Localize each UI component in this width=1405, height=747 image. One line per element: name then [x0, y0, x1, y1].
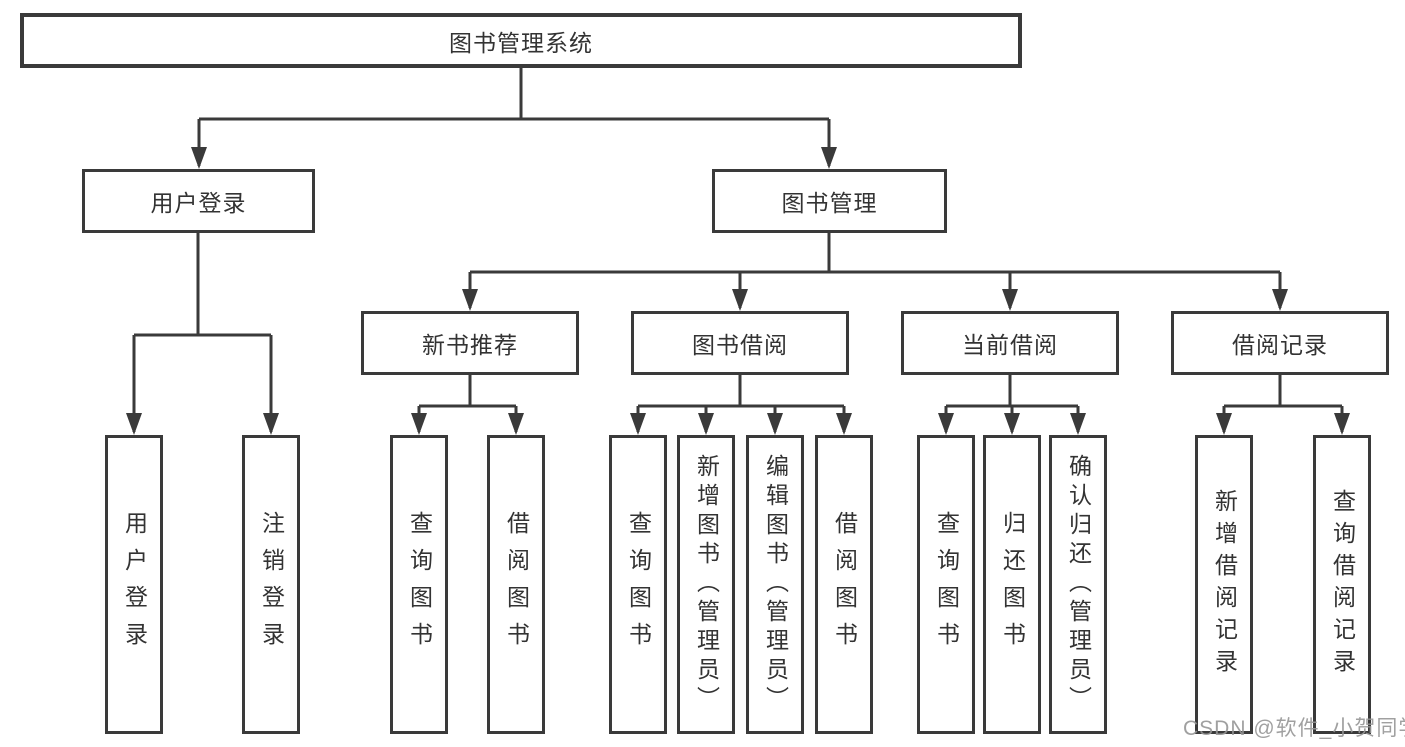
leaf-edit-book-admin-label: 编辑图书（管理员） — [762, 454, 789, 715]
node-user-login-label: 用户登录 — [150, 190, 247, 216]
node-current-borrow: 当前借阅 — [901, 311, 1119, 375]
leaf-logout-label: 注销登录 — [258, 510, 285, 659]
leaf-edit-book-admin: 编辑图书（管理员） — [746, 435, 804, 734]
leaf-confirm-return-admin: 确认归还（管理员） — [1049, 435, 1107, 734]
leaf-query-books-current: 查询图书 — [917, 435, 975, 734]
node-current-borrow-label: 当前借阅 — [962, 332, 1058, 358]
leaf-query-borrow-record: 查询借阅记录 — [1313, 435, 1371, 734]
node-book-borrow: 图书借阅 — [631, 311, 849, 375]
leaf-logout: 注销登录 — [242, 435, 300, 734]
connector-line-path — [132, 66, 1344, 432]
leaf-query-books-borrow-label: 查询图书 — [625, 510, 652, 659]
node-book-borrow-label: 图书借阅 — [692, 332, 788, 358]
leaf-borrow-books-recommend: 借阅图书 — [487, 435, 545, 734]
node-book-management-label: 图书管理 — [781, 190, 878, 216]
leaf-query-books-borrow: 查询图书 — [609, 435, 667, 734]
node-library-system-label: 图书管理系统 — [449, 29, 593, 56]
node-book-management: 图书管理 — [712, 169, 947, 233]
leaf-query-borrow-record-label: 查询借阅记录 — [1329, 488, 1356, 681]
leaf-query-books-recommend: 查询图书 — [390, 435, 448, 734]
node-borrow-records-label: 借阅记录 — [1232, 332, 1328, 358]
node-new-book-recommend: 新书推荐 — [361, 311, 579, 375]
node-user-login: 用户登录 — [82, 169, 315, 233]
leaf-return-book-label: 归还图书 — [999, 510, 1026, 659]
node-library-system: 图书管理系统 — [20, 13, 1022, 68]
leaf-borrow-books: 借阅图书 — [815, 435, 873, 734]
node-borrow-records: 借阅记录 — [1171, 311, 1389, 375]
leaf-return-book: 归还图书 — [983, 435, 1041, 734]
leaf-add-book-admin: 新增图书（管理员） — [677, 435, 735, 734]
connector-lines — [132, 66, 1344, 432]
leaf-confirm-return-admin-label: 确认归还（管理员） — [1065, 454, 1092, 715]
leaf-user-login: 用户登录 — [105, 435, 163, 734]
leaf-borrow-books-recommend-label: 借阅图书 — [503, 510, 530, 659]
leaf-query-books-recommend-label: 查询图书 — [406, 510, 433, 659]
arrowhead-path — [126, 147, 1350, 435]
leaf-query-books-current-label: 查询图书 — [933, 510, 960, 659]
leaf-add-borrow-record-label: 新增借阅记录 — [1211, 488, 1238, 681]
leaf-borrow-books-label: 借阅图书 — [831, 510, 858, 659]
leaf-add-book-admin-label: 新增图书（管理员） — [693, 454, 720, 715]
leaf-user-login-label: 用户登录 — [121, 510, 148, 659]
node-new-book-recommend-label: 新书推荐 — [422, 332, 518, 358]
arrowheads — [126, 147, 1350, 435]
watermark: CSDN @软件_小贺同学 — [1183, 717, 1405, 740]
leaf-add-borrow-record: 新增借阅记录 — [1195, 435, 1253, 734]
